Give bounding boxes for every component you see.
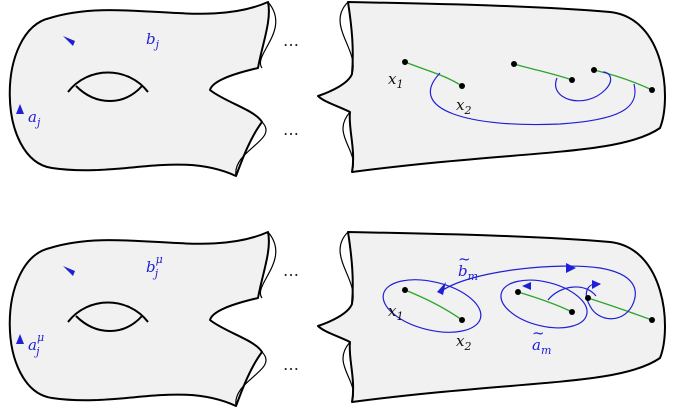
top-a-label: aj: [28, 108, 41, 129]
top-b-arrow: [63, 36, 75, 46]
top-dots-upper: …: [283, 31, 299, 50]
top-point-3: [511, 61, 517, 67]
bottom-branch-cut-1: [404, 289, 463, 321]
bottom-neck-lower-curve: [235, 351, 267, 407]
top-x2-label: x2: [456, 96, 471, 117]
bottom-handle-upper: [67, 301, 149, 323]
top-point-x2: [459, 83, 465, 89]
bottom-arrow-2: [566, 263, 576, 273]
top-neck-upper-curve: [259, 1, 277, 69]
bottom-loop-am: [500, 279, 588, 329]
bottom-right-neck-lower-curve: [342, 341, 354, 403]
top-path-small-loop: [555, 71, 612, 102]
top-x1-label: x1: [388, 70, 403, 91]
top-a-arrow: [16, 104, 24, 114]
bottom-dots-upper: …: [283, 261, 299, 280]
top-handle-lower: [75, 85, 143, 102]
top-panel: bj aj … … x1 x2: [8, 1, 666, 177]
top-neck-lower-curve: [235, 121, 267, 177]
top-point-6: [649, 87, 655, 93]
top-b-label: bj: [146, 30, 160, 51]
bottom-loop-x1-x2: [382, 279, 482, 333]
bottom-branch-cut-2: [517, 291, 573, 313]
bottom-arrow-3: [522, 282, 531, 290]
bottom-arrow-4: [592, 280, 601, 289]
bottom-x1-label: x1: [388, 302, 403, 323]
top-point-4: [569, 77, 575, 83]
top-branch-cut-2: [513, 63, 573, 81]
bottom-a-arrow: [16, 334, 24, 344]
bottom-right-neck-upper-curve: [339, 231, 354, 305]
top-branch-cut-3: [593, 69, 653, 91]
top-dots-lower: …: [283, 120, 299, 139]
top-point-x1: [402, 59, 408, 65]
bottom-point-3: [515, 289, 521, 295]
top-right-neck-upper-curve: [339, 1, 354, 75]
bottom-b-arrow: [63, 266, 75, 276]
top-right-surface: [317, 1, 666, 173]
bottom-right-surface: [317, 231, 666, 403]
bottom-am-tilde: ~: [532, 324, 545, 342]
top-branch-cut-1: [404, 61, 463, 87]
bottom-point-x2: [459, 317, 465, 323]
bottom-point-5: [585, 295, 591, 301]
bottom-branch-cut-3: [587, 297, 653, 321]
top-handle-upper: [67, 71, 149, 93]
bottom-am-label: am: [532, 336, 551, 357]
bottom-handle-lower: [75, 315, 143, 332]
bottom-point-4: [569, 309, 575, 315]
bottom-bm-label: bm: [458, 262, 478, 283]
top-path-x1-to-right: [429, 72, 636, 126]
top-right-neck-lower-curve: [342, 111, 354, 173]
bottom-point-x1: [402, 287, 408, 293]
top-point-5: [591, 67, 597, 73]
bottom-x2-label: x2: [456, 332, 471, 353]
bottom-neck-upper-curve: [259, 231, 277, 299]
bottom-bm-tilde: ~: [458, 250, 471, 268]
bottom-arrow-1: [437, 282, 446, 295]
bottom-bm-path-2: [547, 286, 597, 301]
bottom-point-6: [649, 317, 655, 323]
bottom-dots-lower: …: [283, 355, 299, 374]
